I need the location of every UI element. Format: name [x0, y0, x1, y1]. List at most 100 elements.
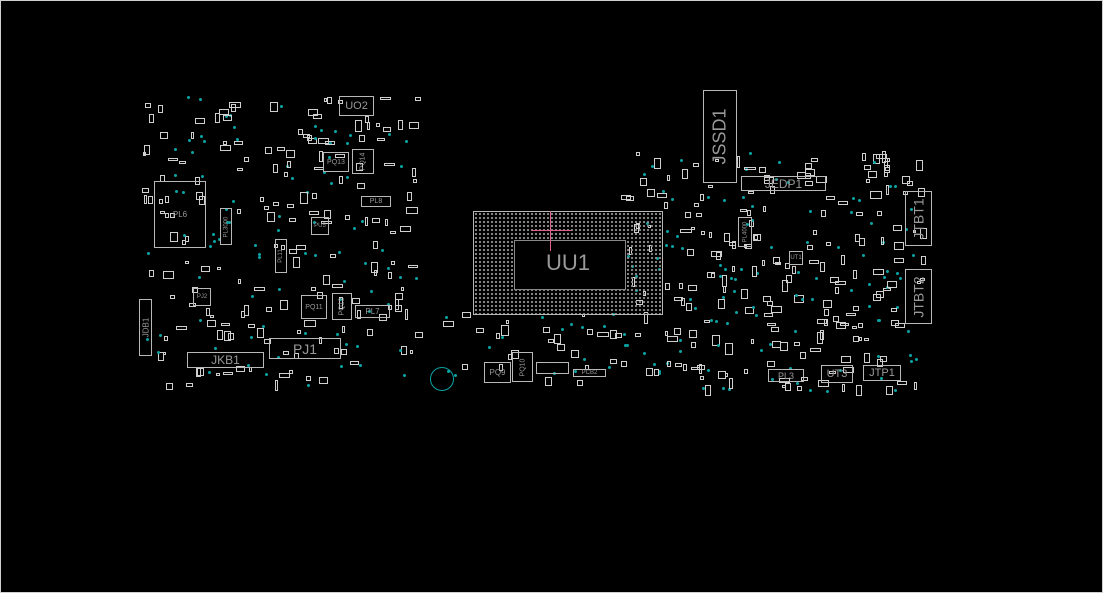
smd-part [410, 349, 414, 355]
via [398, 349, 402, 352]
component-jtbt1[interactable]: JTBT1 [905, 191, 932, 246]
via [722, 296, 726, 300]
via [198, 275, 202, 279]
component-jdb1[interactable]: JDB1 [139, 299, 152, 356]
via [796, 271, 800, 275]
smd-part [357, 183, 366, 189]
smd-part [355, 120, 363, 132]
smd-part [278, 372, 290, 378]
via [814, 276, 818, 280]
component-pq13[interactable]: PQ13 [323, 152, 349, 172]
via [251, 294, 255, 298]
via [322, 171, 326, 175]
smd-part [384, 162, 395, 167]
smd-part [635, 333, 641, 337]
via [715, 320, 719, 324]
via [276, 355, 280, 359]
component-pq14[interactable]: PQ14 [352, 149, 374, 174]
via [211, 233, 215, 237]
component-pl11[interactable]: PL11 [275, 239, 287, 273]
component-pl8[interactable]: PL8 [361, 196, 391, 207]
smd-part [407, 264, 419, 268]
component-ut3[interactable]: UT3 [821, 365, 853, 383]
via [236, 137, 240, 141]
smd-part [883, 160, 889, 169]
smd-part [324, 98, 328, 103]
smd-part [691, 226, 696, 230]
smd-part [280, 299, 288, 310]
component-pl3[interactable]: PL3 [768, 369, 804, 382]
smd-part [697, 364, 706, 370]
jdb1-label: JDB1 [141, 317, 150, 338]
smd-part [205, 308, 211, 316]
component-pq9[interactable]: PQ9 [484, 362, 511, 383]
smd-part [851, 325, 858, 329]
smd-part [762, 206, 766, 213]
component-pq10[interactable]: PQ10 [512, 352, 533, 382]
component-jtp1[interactable]: JTP1 [863, 365, 901, 381]
smd-part [731, 266, 736, 273]
via [810, 297, 814, 301]
component-uu1[interactable]: UU1 [473, 211, 663, 315]
smd-part [195, 117, 206, 124]
component-pcb2[interactable]: PCB2 [573, 369, 606, 377]
component-pq12[interactable]: PQ12 [332, 293, 352, 320]
smd-part [688, 329, 697, 338]
via [650, 164, 654, 168]
smd-part [158, 199, 164, 205]
smd-part [283, 351, 289, 355]
via [349, 134, 353, 138]
smd-part [256, 328, 264, 339]
smd-part [409, 122, 419, 130]
via [882, 275, 886, 279]
component-pj1[interactable]: PJ1 [269, 338, 341, 359]
smd-part [772, 256, 781, 265]
component-jkb1[interactable]: JKB1 [187, 352, 264, 368]
via [225, 208, 229, 212]
component-ut1[interactable]: UT1 [789, 251, 803, 265]
smd-part [665, 282, 671, 291]
via [771, 377, 775, 381]
component-pl3000[interactable]: PL3000 [220, 208, 232, 245]
pl11-label: PL11 [278, 249, 285, 263]
smd-part [716, 252, 722, 261]
component-jedp1[interactable]: JEDP1 [741, 176, 826, 191]
smd-part [870, 190, 882, 199]
smd-part [148, 113, 154, 124]
smd-part [864, 337, 870, 341]
component-pq11[interactable]: PQ11 [301, 295, 327, 319]
smd-part [682, 363, 688, 372]
smd-part [358, 135, 366, 143]
smd-part [176, 326, 188, 331]
smd-part [859, 238, 866, 246]
via [906, 329, 910, 333]
mounting-hole [430, 367, 454, 391]
smd-part [259, 196, 264, 202]
via [212, 240, 216, 244]
pu5-label: PU5 [314, 223, 326, 229]
component-pl4000[interactable]: PL4000 [738, 217, 752, 247]
smd-part [296, 329, 302, 334]
via [182, 234, 186, 238]
component-pl6[interactable]: PL6 [154, 181, 206, 248]
via [338, 251, 342, 255]
component-pu5[interactable]: PU5 [311, 217, 329, 235]
smd-part [394, 292, 403, 300]
component-pj2[interactable]: PJ2 [193, 288, 211, 306]
smd-part [823, 300, 833, 308]
component-pl-bottom[interactable] [536, 362, 569, 374]
via [896, 305, 900, 309]
component-uo2[interactable]: UO2 [339, 96, 374, 116]
uo2-label: UO2 [345, 100, 368, 112]
smd-part [856, 385, 863, 396]
smd-part [897, 381, 907, 386]
component-jssd1[interactable]: JSSD1 [703, 90, 737, 183]
component-pl7[interactable]: PL7 [355, 305, 390, 318]
smd-part [840, 356, 852, 364]
via [671, 198, 675, 201]
component-jtbt2[interactable]: JTBT2 [905, 269, 932, 324]
smd-part [684, 211, 692, 219]
via [277, 228, 281, 232]
smd-part [223, 114, 233, 122]
